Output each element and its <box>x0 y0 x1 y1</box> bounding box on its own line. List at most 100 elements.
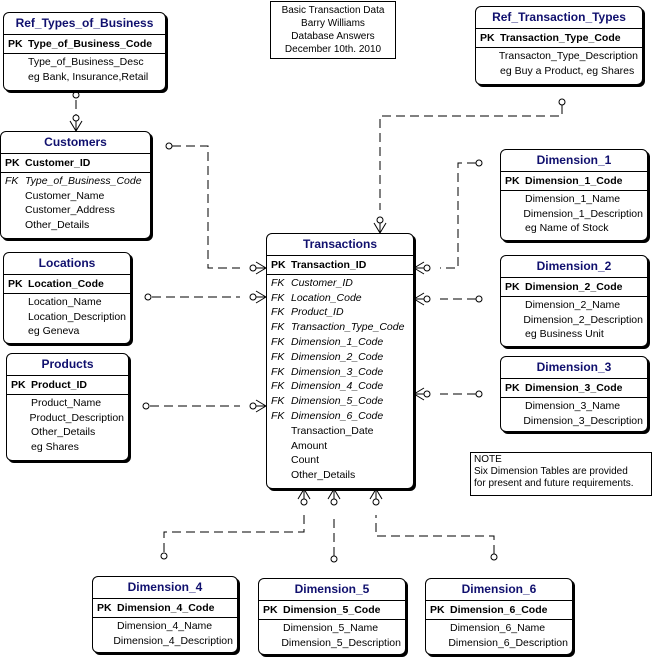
key-tag: FK <box>271 321 285 334</box>
crows-foot-marker <box>413 267 425 275</box>
key-tag <box>505 313 523 328</box>
optional-end-marker <box>300 498 308 506</box>
attribute-row: eg Buy a Product, eg Shares <box>480 64 638 79</box>
key-tag <box>271 468 291 483</box>
attribute-name: eg Geneva <box>28 325 80 338</box>
entity-title: Transactions <box>267 234 413 256</box>
attribute-name: Dimension_3_Code <box>291 365 384 378</box>
key-separator <box>426 618 572 620</box>
attribute-name: Location_Code <box>28 278 104 290</box>
attribute-row: Dimension_4_Name <box>97 619 233 634</box>
attribute-name: Other_Details <box>291 469 356 482</box>
attribute-name: Dimension_2_Code <box>291 350 384 363</box>
attribute-name: Type_of_Business_Code <box>25 174 142 187</box>
key-separator <box>501 295 647 297</box>
key-tag <box>271 424 291 439</box>
key-separator <box>4 292 130 294</box>
attribute-row: eg Shares <box>11 440 124 455</box>
crows-foot-marker <box>255 290 267 298</box>
info-line: Barry Williams <box>301 18 365 29</box>
rel-customers-transactions <box>172 145 240 269</box>
key-tag <box>505 399 525 414</box>
entity-title: Dimension_5 <box>259 579 405 601</box>
key-tag <box>8 70 28 85</box>
crows-foot-marker <box>75 120 83 132</box>
key-tag: PK <box>505 281 520 293</box>
crows-foot-marker <box>413 393 425 401</box>
attribute-row: Type_of_Business_Desc <box>8 55 161 70</box>
key-separator <box>1 171 150 173</box>
entity-title: Customers <box>1 132 150 154</box>
optional-end-marker <box>423 264 431 272</box>
key-tag <box>430 621 450 636</box>
key-separator <box>476 46 642 48</box>
entity-title: Products <box>7 354 128 376</box>
attribute-name: Location_Name <box>28 295 102 308</box>
key-tag: PK <box>505 382 520 394</box>
rel-dimension4-transactions <box>163 515 305 552</box>
crows-foot-marker <box>297 488 305 500</box>
attribute-name: Dimension_3_Code <box>525 382 623 394</box>
attribute-row: Dimension_4_Description <box>97 634 233 649</box>
key-tag: FK <box>271 380 285 393</box>
key-tag: FK <box>271 395 285 408</box>
crows-foot-marker <box>413 292 425 300</box>
attribute-row: Location_Name <box>8 295 126 310</box>
optional-end-marker <box>475 295 483 303</box>
key-tag <box>11 440 31 455</box>
key-separator <box>259 618 405 620</box>
attribute-row: Other_Details <box>5 218 146 233</box>
entity-title: Locations <box>4 253 130 275</box>
attribute-name: Transaction_Type_Code <box>500 32 621 44</box>
attribute-row: Amount <box>271 439 409 454</box>
key-tag <box>271 453 291 468</box>
note-box: NOTE Six Dimension Tables are provided f… <box>470 452 652 496</box>
key-separator <box>501 189 647 191</box>
entity-title: Dimension_3 <box>501 357 647 379</box>
optional-end-marker <box>475 159 483 167</box>
attribute-row: Transaction_Date <box>271 424 409 439</box>
attribute-name: Dimension_6_Code <box>450 604 548 616</box>
rel-dimension6-transactions <box>375 515 495 554</box>
optional-end-marker <box>330 555 338 563</box>
entity-title: Ref_Transaction_Types <box>476 7 642 29</box>
optional-end-marker <box>330 498 338 506</box>
attribute-row: Dimension_5_Name <box>263 621 401 636</box>
attribute-name: Dimension_1_Description <box>523 207 643 220</box>
attribute-name: Type_of_Business_Code <box>28 38 153 50</box>
key-tag: PK <box>430 604 445 616</box>
attribute-name: Count <box>291 454 320 467</box>
attribute-name: eg Business Unit <box>525 328 604 341</box>
attribute-row: Other_Details <box>271 468 409 483</box>
optional-end-marker <box>72 91 80 99</box>
attribute-row: Product_Description <box>11 411 124 426</box>
key-tag <box>480 64 500 79</box>
attribute-name: Dimension_4_Description <box>113 634 233 647</box>
attribute-row: Dimension_6_Name <box>430 621 568 636</box>
crows-foot-marker <box>413 298 425 306</box>
